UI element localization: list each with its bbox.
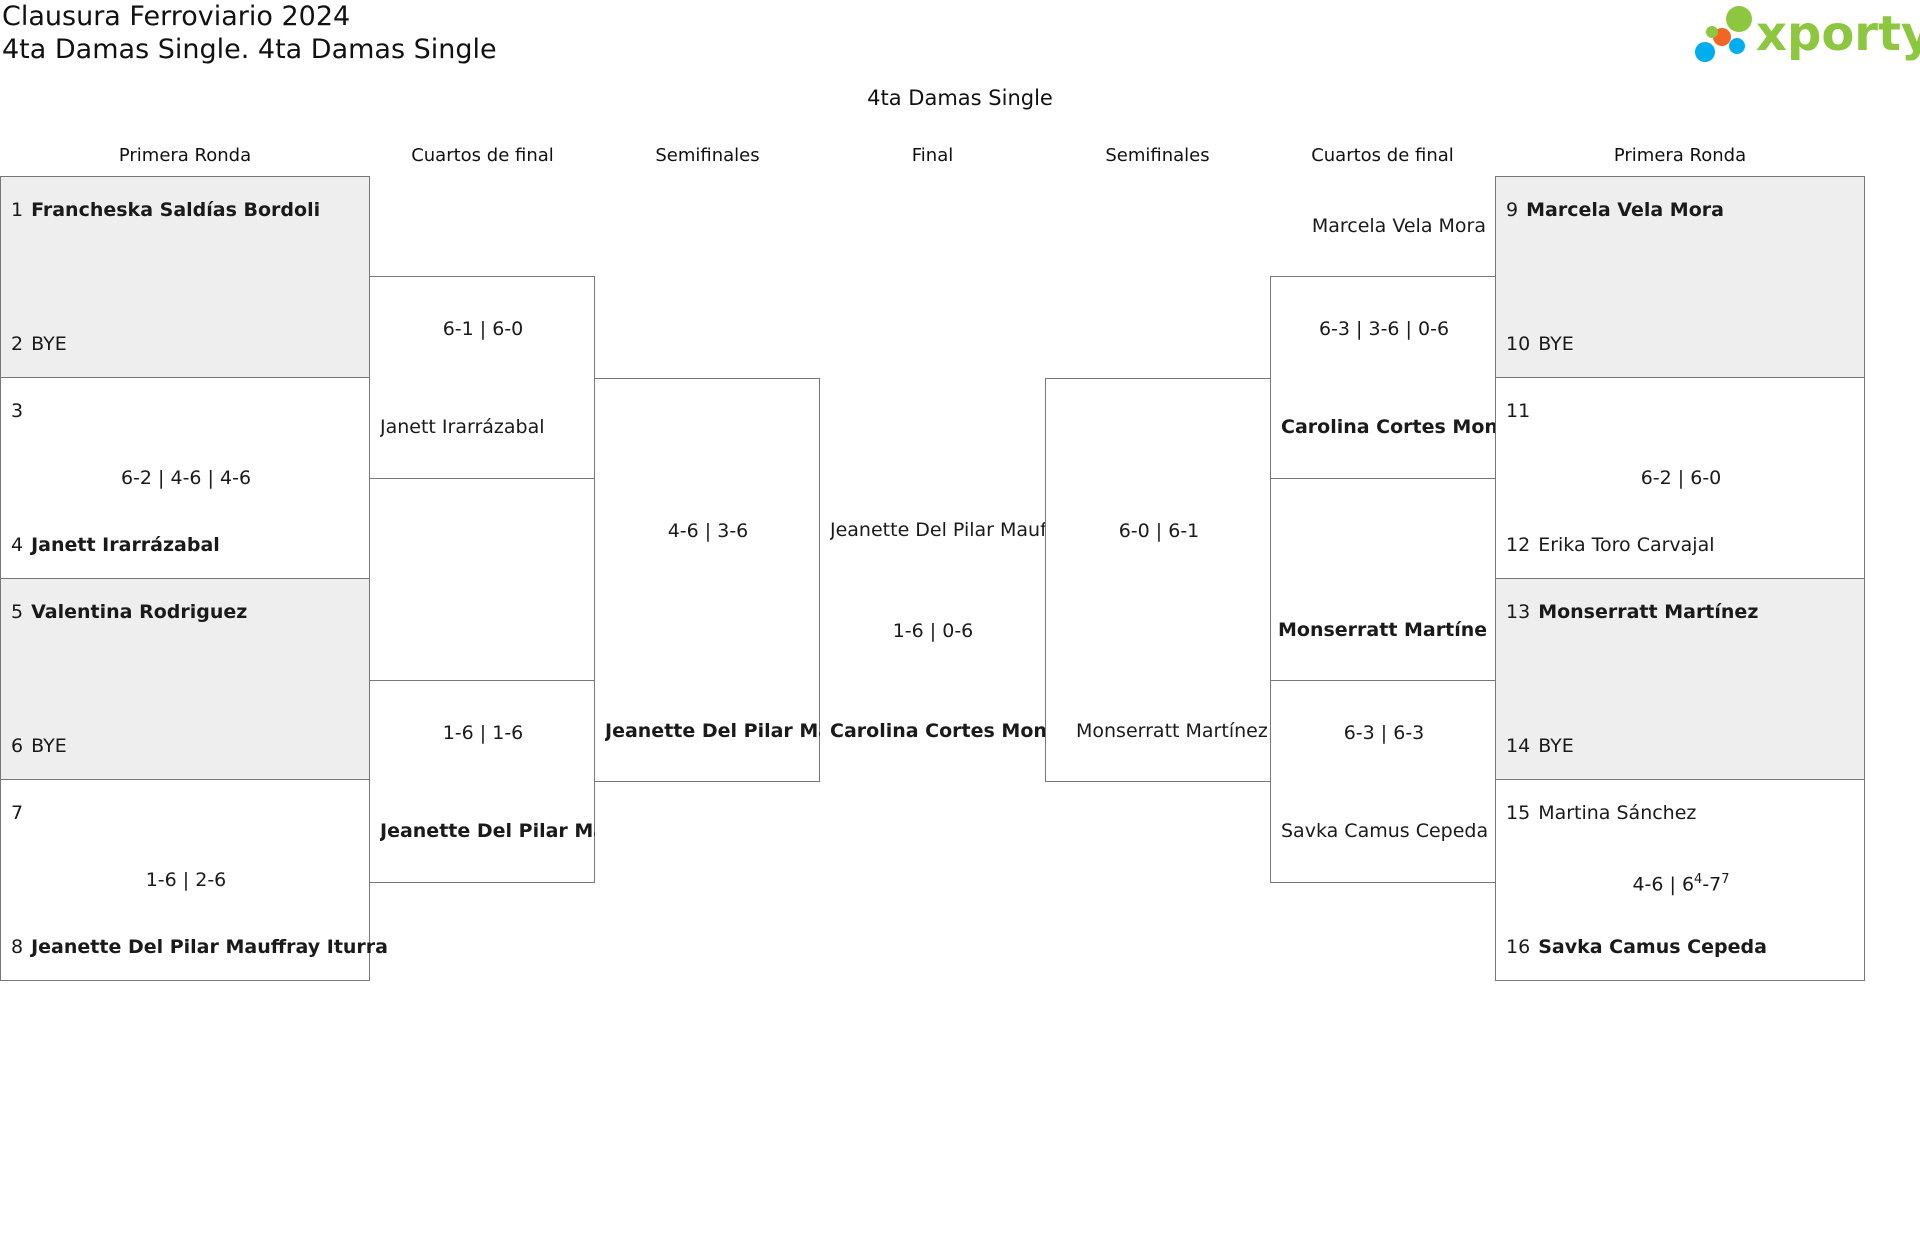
match-score: 6-2 | 6-0 [1640, 467, 1722, 489]
match-score: 6-2 | 4-6 | 4-6 [120, 467, 252, 489]
match-score: 1-6 | 2-6 [145, 869, 227, 891]
header-right-sf: Semifinales [1105, 145, 1210, 166]
player-name: Erika Toro Carvajal [1538, 534, 1715, 556]
header-left-qf: Cuartos de final [411, 145, 554, 166]
player-name: Monserratt Martínez [1076, 720, 1268, 742]
match-final: Jeanette Del Pilar Mauffray Iturra 1-6 |… [820, 378, 1046, 782]
player-name: Francheska Saldías Bordoli [31, 199, 321, 221]
match-left-sf: 4-6 | 3-6 Jeanette Del Pilar Mauffray It… [594, 378, 820, 782]
seed: 14 [1506, 735, 1531, 757]
player-name: Valentina Rodriguez [31, 601, 248, 623]
seed: 13 [1506, 601, 1531, 623]
player-name: Marcela Vela Mora [1526, 199, 1724, 221]
match-right-qf-2: 6-3 | 6-3 Savka Camus Cepeda [1270, 680, 1496, 883]
seed: 9 [1506, 199, 1519, 221]
match-score: 4-6 | 64-77 [1632, 872, 1730, 896]
match-score: 4-6 | 3-6 [667, 520, 749, 542]
player-name: BYE [1538, 333, 1574, 355]
match-left-r1-4: 7 1-6 | 2-6 8 Jeanette Del Pilar Mauffray… [0, 779, 388, 981]
seed: 12 [1506, 534, 1531, 556]
player-name: Savka Camus Cepeda [1538, 936, 1767, 958]
player-name: Carolina Cortes Monterrey [830, 720, 1046, 742]
player-name: Jeanette Del Pilar Mauffray Iturra [31, 936, 388, 958]
match-score: 6-1 | 6-0 [442, 318, 524, 340]
header-final: Final [911, 145, 954, 166]
player-name: Monserratt Martínez [1278, 619, 1486, 641]
logo-text: xporty [1756, 6, 1920, 62]
match-left-qf-1: 6-1 | 6-0 Janett Irarrázabal [369, 276, 595, 479]
seed: 2 [11, 333, 24, 355]
match-left-r1-1: 1 Francheska Saldías Bordoli 2 BYE [0, 176, 370, 378]
player-name: BYE [1538, 735, 1574, 757]
player-name: Monserratt Martínez [1538, 601, 1759, 623]
xporty-logo[interactable]: xporty [1690, 2, 1920, 70]
seed: 7 [11, 802, 24, 824]
seed: 6 [11, 735, 24, 757]
match-score: 1-6 | 0-6 [892, 620, 974, 642]
header-left-sf: Semifinales [655, 145, 760, 166]
player-name: Janett Irarrázabal [31, 534, 220, 556]
player-name: Jeanette Del Pilar Mauffray Iturra [380, 820, 595, 842]
seed: 15 [1506, 802, 1531, 824]
match-score: 1-6 | 1-6 [442, 722, 524, 744]
category-title: 4ta Damas Single. 4ta Damas Single [2, 34, 497, 65]
seed: 11 [1506, 400, 1531, 422]
player-name: Marcela Vela Mora [1311, 215, 1486, 237]
match-right-r1-2: 11 6-2 | 6-0 12 Erika Toro Carvajal [1495, 377, 1865, 579]
logo-dots-icon [1695, 6, 1752, 62]
draw-title: 4ta Damas Single [867, 86, 1053, 110]
player-name: Jeanette Del Pilar Mauffray Iturra [605, 720, 820, 742]
match-score: 6-3 | 6-3 [1343, 722, 1425, 744]
seed: 3 [11, 400, 24, 422]
player-name: Savka Camus Cepeda [1281, 820, 1487, 842]
match-right-sf: 6-0 | 6-1 Monserratt Martínez [1045, 378, 1271, 782]
seed: 4 [11, 534, 24, 556]
match-right-r1-4: 15 Martina Sánchez 4-6 | 64-77 16 Savka Ca… [1495, 779, 1865, 981]
match-left-r1-3: 5 Valentina Rodriguez 6 BYE [0, 578, 370, 780]
player-name: BYE [31, 735, 67, 757]
tournament-title: Clausura Ferroviario 2024 [2, 1, 351, 32]
seed: 5 [11, 601, 24, 623]
seed: 1 [11, 199, 24, 221]
header-right-qf: Cuartos de final [1311, 145, 1454, 166]
player-name: Carolina Cortes Monterrey [1281, 416, 1496, 438]
match-right-qf-1: 6-3 | 3-6 | 0-6 Carolina Cortes Monterre… [1270, 276, 1496, 479]
player-name: BYE [31, 333, 67, 355]
seed: 8 [11, 936, 24, 958]
seed: 16 [1506, 936, 1531, 958]
match-score: 6-0 | 6-1 [1118, 520, 1200, 542]
match-score: 6-3 | 3-6 | 0-6 [1318, 318, 1450, 340]
seed: 10 [1506, 333, 1531, 355]
header-right-r1: Primera Ronda [1613, 145, 1747, 166]
header-left-r1: Primera Ronda [118, 145, 252, 166]
player-name: Martina Sánchez [1538, 802, 1697, 824]
player-name: Janett Irarrázabal [380, 416, 545, 438]
player-name: Jeanette Del Pilar Mauffray Iturra [830, 519, 1046, 541]
match-left-qf-2: 1-6 | 1-6 Jeanette Del Pilar Mauffray It… [369, 680, 595, 883]
match-right-r1-3: 13 Monserratt Martínez 14 BYE [1495, 578, 1865, 780]
match-right-r1-1: 9 Marcela Vela Mora 10 BYE [1495, 176, 1865, 378]
match-left-r1-2: 3 6-2 | 4-6 | 4-6 4 Janett Irarrázabal [0, 377, 370, 579]
